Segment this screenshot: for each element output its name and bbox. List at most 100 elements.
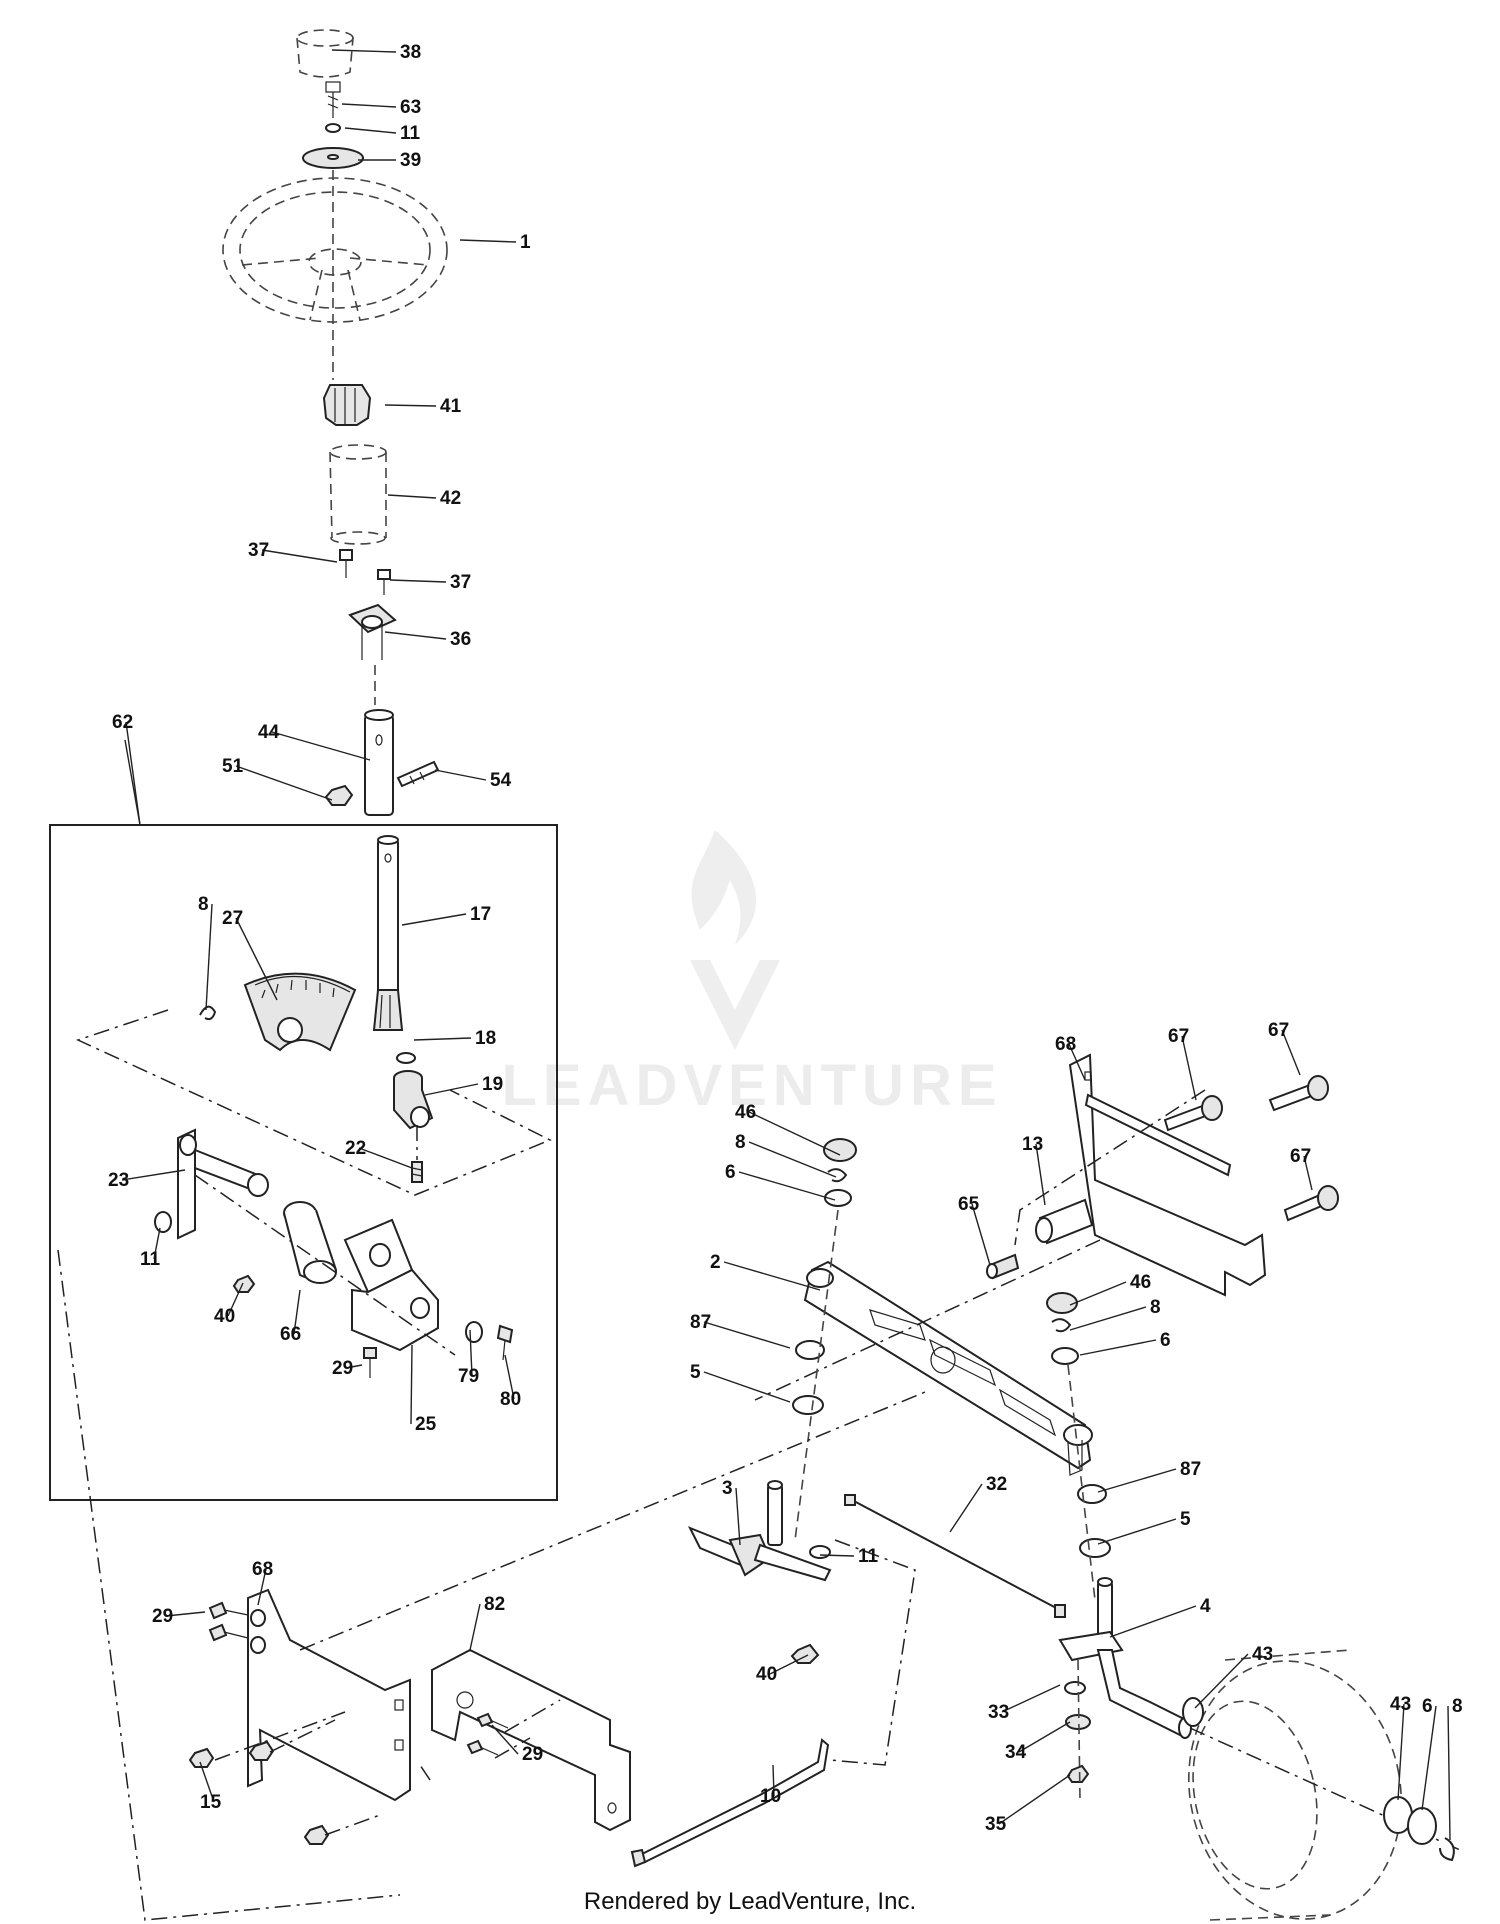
callout-label: 4 [1200, 1596, 1211, 1617]
bolt-54 [396, 760, 440, 788]
leader-c37a [261, 549, 338, 563]
callout-label: 19 [482, 1074, 503, 1095]
leader-c62a [125, 721, 141, 826]
washer-6-left [824, 1189, 852, 1207]
nut-15-a [188, 1747, 215, 1768]
leader-c17a [401, 913, 467, 926]
tie-rod-32 [844, 1494, 1066, 1618]
callout-label: 68 [252, 1559, 273, 1580]
spindle-3 [687, 1480, 832, 1582]
callout-label: 38 [400, 42, 421, 63]
callout-label: 87 [690, 1312, 711, 1333]
leader-c44a [271, 731, 371, 761]
callout-label: 39 [400, 150, 421, 171]
leader-c87a [703, 1321, 791, 1349]
callout-label: 8 [1452, 1696, 1463, 1717]
callout-label: 51 [222, 756, 244, 777]
bolt-22 [411, 1161, 423, 1183]
callout-label: 36 [450, 629, 471, 650]
callout-label: 80 [500, 1389, 521, 1410]
bolt-37-left [339, 549, 353, 578]
leader-c29a [345, 1364, 363, 1369]
bolt-29-lower-a [476, 1712, 509, 1729]
chain-gear-plane [75, 1009, 552, 1196]
callout-label: 54 [490, 770, 512, 791]
callout-label: 11 [858, 1546, 879, 1567]
callout-label: 40 [214, 1306, 235, 1327]
callout-label: 3 [722, 1478, 733, 1499]
steering-shaft-17 [372, 835, 404, 1031]
chain-82-mount [419, 1699, 561, 1781]
chain-box-to-frame [57, 1249, 401, 1921]
nut-40-spindle [790, 1643, 820, 1664]
leader-c67a [1181, 1035, 1197, 1101]
steering-cap-38 [296, 29, 354, 78]
nut-15-b [248, 1740, 275, 1761]
bellows-42 [329, 444, 387, 545]
callout-label: 87 [1180, 1459, 1201, 1480]
spindle-4 [1058, 1577, 1192, 1739]
bracket-68-left [247, 1588, 411, 1802]
bolt-37-right [377, 569, 391, 595]
leader-c82a [469, 1603, 481, 1651]
leader-c67c [1303, 1155, 1313, 1191]
callout-label: 37 [248, 540, 269, 561]
leader-c68a [1068, 1043, 1086, 1081]
callout-label: 68 [1055, 1034, 1076, 1055]
leader-c8d [1447, 1705, 1451, 1841]
centerline-left-spindle [794, 1209, 839, 1541]
leader-c66a [293, 1289, 301, 1335]
callout-label: 13 [1022, 1134, 1043, 1155]
leader-c42a [387, 494, 437, 499]
callout-label: 25 [415, 1414, 437, 1435]
bolt-63 [325, 81, 341, 118]
bearing-flange-36 [348, 603, 397, 660]
leader-c35a [998, 1774, 1071, 1825]
washer-33 [1064, 1681, 1086, 1695]
bolt-67-a [1163, 1095, 1223, 1132]
callout-label: 63 [400, 97, 421, 118]
leader-c40b [769, 1654, 809, 1675]
leader-c67b [1281, 1029, 1301, 1076]
spacer-87-right [1077, 1484, 1107, 1504]
callout-label: 35 [985, 1814, 1007, 1835]
callout-label: 22 [345, 1138, 366, 1159]
leader-c3a [735, 1487, 741, 1546]
leader-c4a [1109, 1605, 1197, 1638]
washer-6-right [1051, 1347, 1079, 1365]
callout-label: 43 [1390, 1694, 1411, 1715]
drag-link-10 [630, 1738, 830, 1868]
washer-18 [396, 1052, 416, 1064]
washer-5-right [1079, 1538, 1111, 1558]
leader-c13a [1035, 1143, 1046, 1206]
sleeve-13 [1035, 1198, 1094, 1245]
callout-label: 8 [1150, 1297, 1161, 1318]
spacer-87-left [795, 1340, 825, 1360]
washer-6-wheel [1407, 1807, 1437, 1845]
callout-label: 42 [440, 488, 461, 509]
wheel-tire [1187, 1649, 1403, 1921]
callout-label: 37 [450, 572, 471, 593]
chain-arm-axis [194, 1174, 456, 1356]
leader-c18a [413, 1037, 472, 1041]
callout-label: 33 [988, 1702, 1009, 1723]
callout-label: 5 [1180, 1509, 1191, 1530]
leader-c22a [358, 1147, 413, 1169]
callout-label: 40 [756, 1664, 777, 1685]
leader-c37b [389, 579, 447, 583]
chain-spindle-drag [829, 1539, 916, 1766]
sector-gear-27 [243, 972, 357, 1052]
callout-label: 17 [470, 904, 491, 925]
callout-label: 29 [332, 1358, 353, 1379]
shaft-44 [364, 709, 394, 816]
callout-label: 2 [710, 1252, 721, 1273]
callout-label: 41 [440, 396, 462, 417]
leader-c79a [469, 1329, 473, 1377]
leader-c11a [344, 127, 397, 134]
bushing-19 [393, 1070, 434, 1130]
centerline-right-lower [1077, 1659, 1081, 1801]
callout-label: 79 [458, 1366, 479, 1387]
cap-46-left [823, 1138, 857, 1162]
leader-c38a [331, 49, 397, 53]
